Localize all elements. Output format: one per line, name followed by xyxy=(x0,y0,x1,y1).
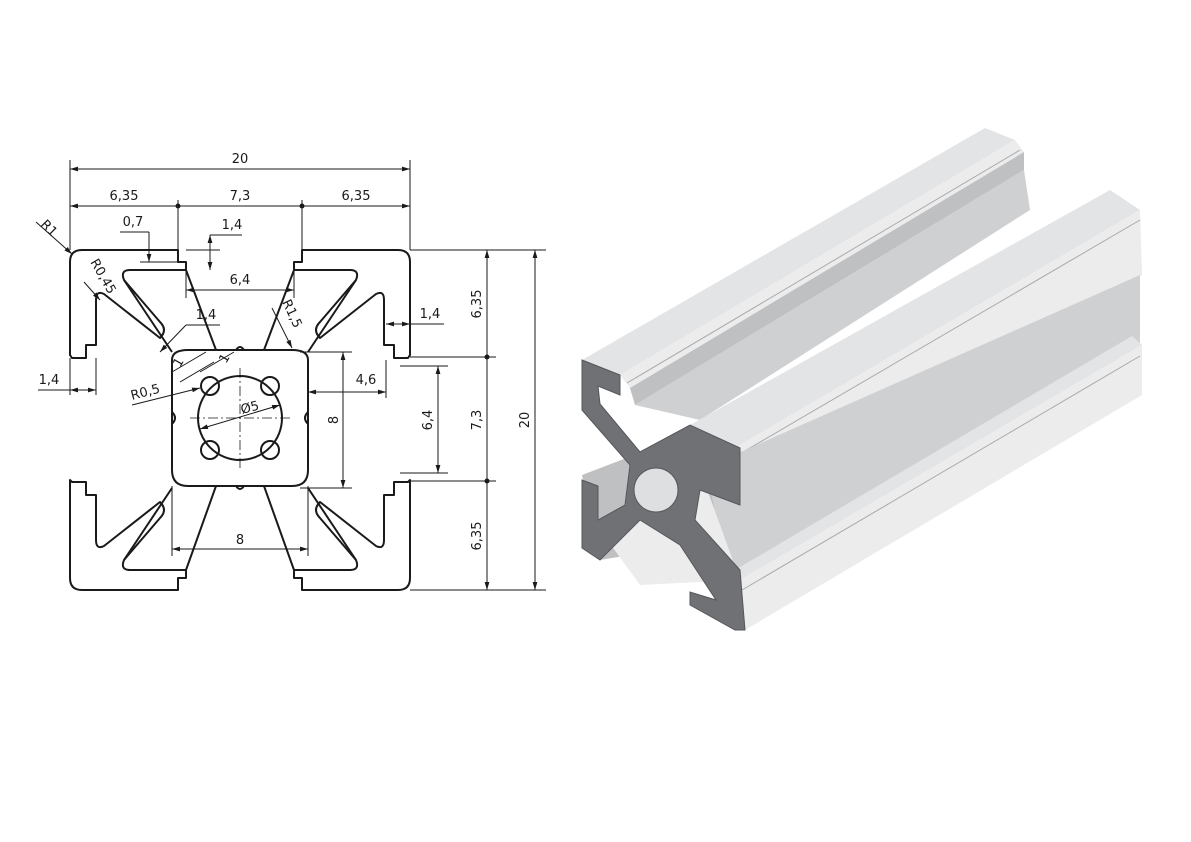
dim-right-bottom: 6,35 xyxy=(470,522,485,551)
dim-bore-diameter: Ø5 xyxy=(239,399,261,418)
dim-radius-bore-lobe: R0,5 xyxy=(129,382,162,404)
dim-overall-width: 20 xyxy=(232,152,249,167)
dim-wall-left: 1,4 xyxy=(39,373,60,388)
dim-wall-right: 1,4 xyxy=(420,307,441,322)
dim-diagonal-web: 1,4 xyxy=(196,308,217,323)
dim-slot-lip-depth: 1,4 xyxy=(222,218,243,233)
dim-radius-slot: R1,5 xyxy=(278,297,304,330)
dim-top-middle: 7,3 xyxy=(230,189,251,204)
cross-section-view: 20 6,35 7,3 6,35 0,7 1,4 6,4 R1 R0,45 R1… xyxy=(35,152,546,591)
isometric-render xyxy=(581,128,1142,631)
dim-core-width-bottom: 8 xyxy=(236,533,244,548)
dim-radius-corner: R1 xyxy=(37,217,60,240)
dim-right-middle: 7,3 xyxy=(470,410,485,431)
dimension-lines xyxy=(35,160,546,591)
dim-slot-inner-width: 6,4 xyxy=(230,273,251,288)
dim-top-right: 6,35 xyxy=(342,189,371,204)
dim-slot-lip-thickness: 0,7 xyxy=(123,215,144,230)
dim-right-top: 6,35 xyxy=(470,290,485,319)
dim-slot-opening-vertical: 6,4 xyxy=(421,410,436,431)
dim-core-height: 8 xyxy=(327,416,342,424)
dim-core-width-right: 4,6 xyxy=(356,373,377,388)
dim-overall-height: 20 xyxy=(518,412,533,429)
dim-top-left: 6,35 xyxy=(110,189,139,204)
